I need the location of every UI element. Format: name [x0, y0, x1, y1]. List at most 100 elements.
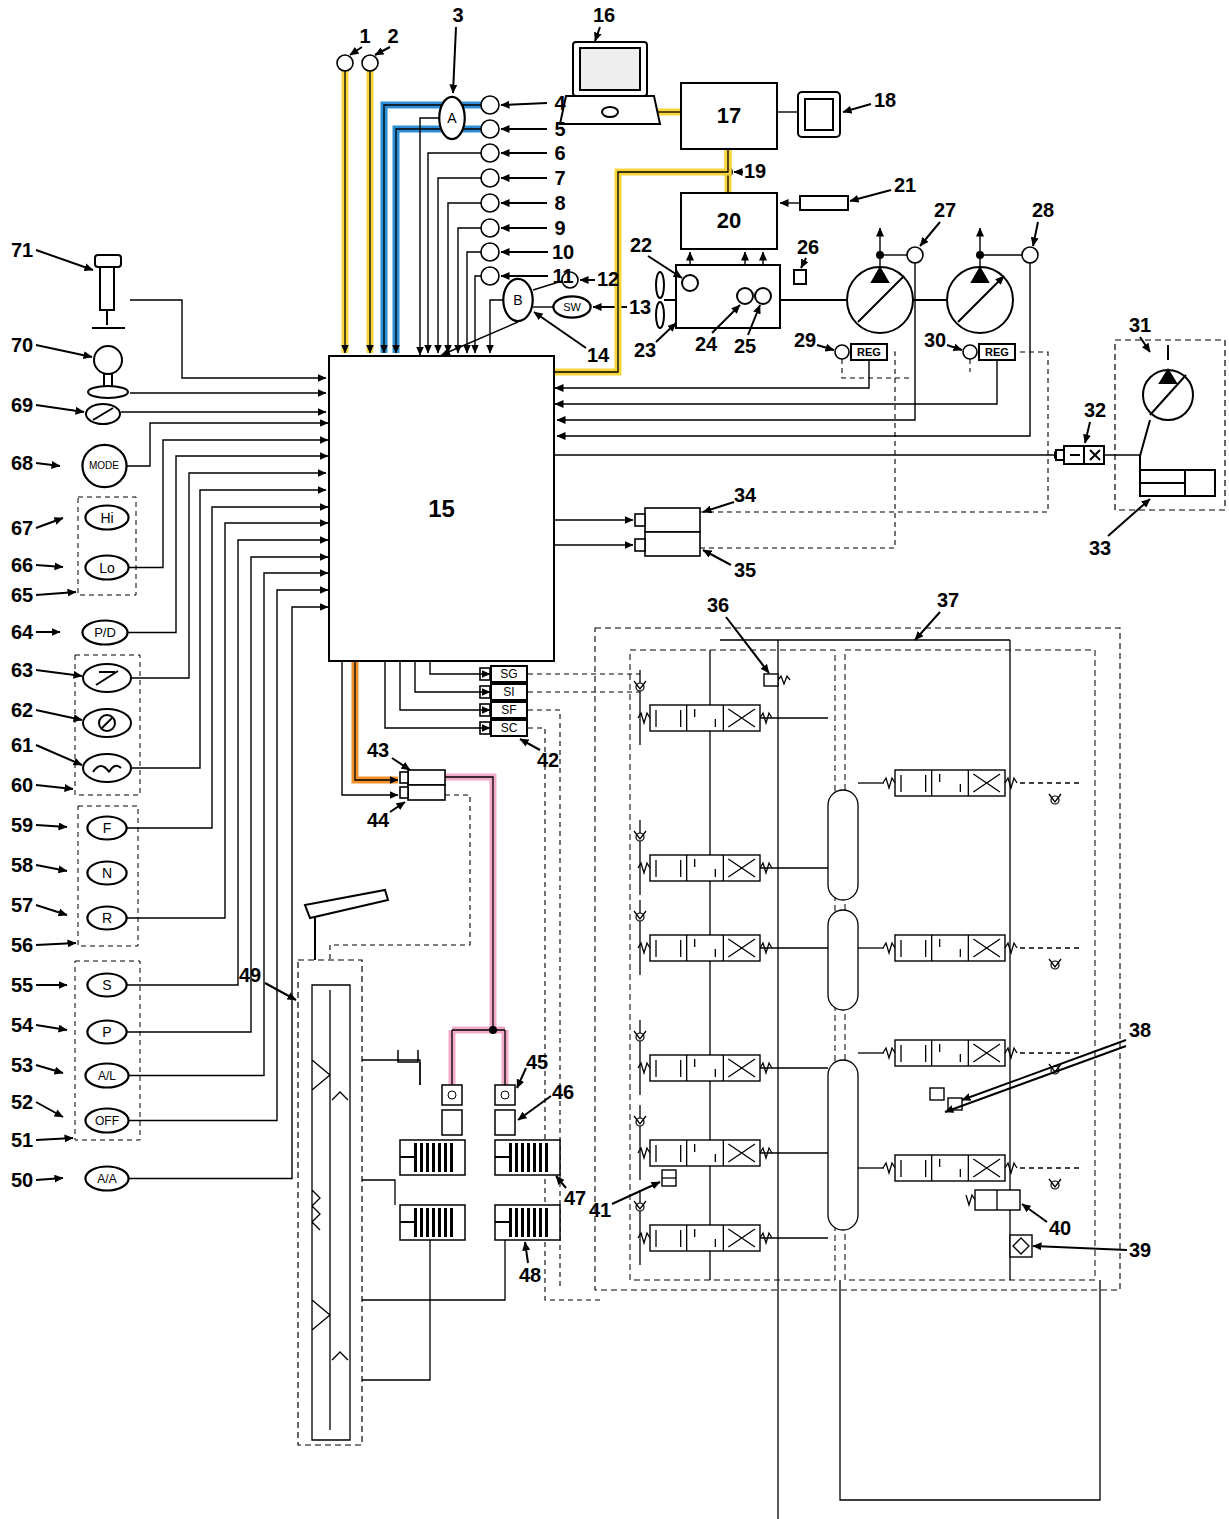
motor-unit: [1056, 340, 1225, 510]
leader-line: [556, 1176, 566, 1188]
control-valve: [595, 628, 1120, 1290]
connector-line: [129, 440, 328, 568]
pump-symbol: [780, 252, 1013, 333]
transmission: [495, 1140, 560, 1175]
engine-symbol: [676, 265, 780, 328]
control-valve: [1020, 1052, 1080, 1053]
connector-line: [127, 557, 328, 1032]
leader-line: [501, 275, 548, 277]
bus-line: [344, 71, 345, 353]
leader-line: [734, 171, 743, 173]
leader-line: [392, 758, 410, 770]
signal-wire: [557, 263, 915, 420]
leader-line: [36, 745, 82, 765]
leader-line: [501, 103, 547, 105]
connector-wire: [129, 440, 328, 568]
connector-wire: [127, 557, 328, 1032]
signal-wire: [555, 519, 633, 520]
control-valve: [695, 939, 716, 957]
node-text: 15: [428, 497, 455, 521]
control-valve: [940, 774, 961, 792]
control-valve: [1005, 778, 1017, 788]
transmission: [515, 1143, 518, 1172]
pilot-line: [700, 352, 895, 548]
leader-line: [501, 128, 547, 130]
sensor-circle: [481, 144, 499, 162]
solenoid-box: SG: [490, 665, 528, 683]
engine-symbol: [664, 299, 676, 301]
control-valve: [940, 1159, 961, 1177]
leader-line: [501, 227, 547, 229]
control-valve: [895, 935, 1005, 961]
connector-line: [385, 662, 490, 728]
control-icon: [100, 262, 114, 310]
signal-wire: [555, 454, 1062, 455]
leader-line: [36, 463, 60, 466]
control-valve: [656, 710, 681, 727]
control-valve: [638, 1233, 650, 1243]
transmission: [400, 1205, 465, 1240]
leader-line: [1033, 1246, 1127, 1250]
leader-line: [36, 565, 63, 567]
control-valve: [940, 939, 961, 957]
motor-unit: [1115, 340, 1225, 510]
control-valve: [634, 1201, 646, 1209]
pump-symbol: [977, 252, 983, 258]
signal-wire: [131, 490, 326, 768]
control-valve: [932, 1040, 969, 1066]
control-valve: [687, 1225, 724, 1251]
transmission: [442, 1110, 462, 1135]
control-valve: [1020, 1167, 1080, 1168]
signal-wire: [555, 544, 633, 545]
sensor-circle: [481, 194, 499, 212]
control-valve: [901, 1045, 926, 1062]
control-valve: [932, 935, 969, 961]
control-valve: [895, 1040, 1005, 1066]
transmission: [432, 1208, 435, 1237]
bus-line: [396, 129, 481, 353]
callout-number: 32: [1084, 400, 1106, 420]
callout-number: 65: [11, 585, 33, 605]
leader-line: [748, 305, 760, 335]
control-valve: [973, 1044, 1000, 1062]
control-valve: [932, 770, 969, 796]
ellipse-outline: [82, 445, 126, 487]
transmission: [539, 1143, 542, 1172]
leader-line: [595, 27, 600, 41]
callout-number: 4: [554, 93, 565, 113]
control-valve: [1049, 1179, 1061, 1187]
bus-line: [369, 71, 370, 353]
leader-line: [36, 250, 93, 270]
control-icon: [83, 664, 131, 692]
control-valve: [1049, 794, 1061, 802]
sensor-circle: [835, 345, 849, 359]
leader-line: [501, 177, 547, 179]
leader-line: [915, 612, 940, 640]
leader-line: [843, 104, 871, 112]
leader-line: [580, 279, 595, 281]
node-text: A/A: [97, 1173, 116, 1185]
signal-wire: [778, 111, 798, 112]
node-text: B: [513, 293, 522, 307]
transmission: [515, 1208, 518, 1237]
leader-line: [648, 256, 682, 278]
connector-wire: [129, 573, 328, 1076]
callout-number: 8: [554, 193, 565, 213]
node-text: A/L: [98, 1070, 116, 1082]
group-bracket: [78, 497, 136, 595]
control-valve: [639, 1190, 640, 1265]
control-valve: [728, 1059, 755, 1077]
control-valve: [687, 1055, 724, 1081]
solenoid-valve: [400, 787, 408, 798]
signal-wire: [438, 178, 481, 353]
control-valve: [764, 674, 778, 686]
display-icon: [805, 99, 833, 130]
signal-wire: [979, 228, 980, 267]
node-text: OFF: [95, 1115, 119, 1127]
callout-number: 9: [554, 218, 565, 238]
display-icon: [798, 92, 848, 210]
control-valve: [634, 1116, 646, 1124]
transmission: [400, 1156, 414, 1158]
connector-line: [415, 662, 490, 692]
control-valve: [638, 1063, 650, 1073]
